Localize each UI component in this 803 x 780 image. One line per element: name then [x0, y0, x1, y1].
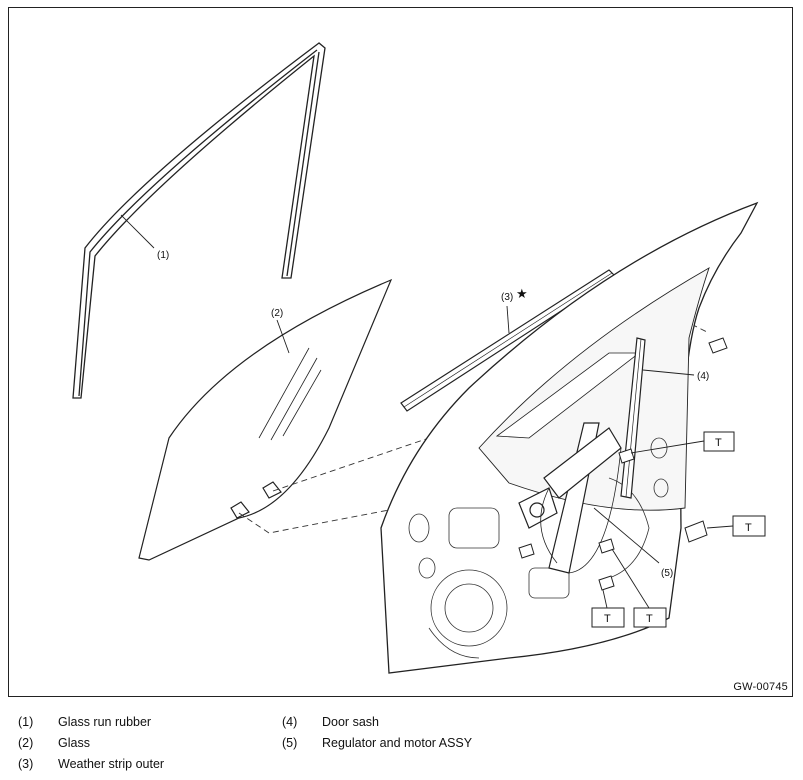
leader-line-2 [276, 319, 290, 354]
legend-column-right: (4) Door sash (5) Regulator and motor ASSY [282, 712, 582, 754]
callout-5: (5) [661, 568, 673, 579]
legend-item-number: (5) [282, 736, 298, 750]
torque-box-4: T [611, 548, 667, 628]
legend-item-label: Glass [58, 736, 90, 750]
legend-item: (2) Glass [18, 733, 278, 754]
legend-item: (1) Glass run rubber [18, 712, 278, 733]
torque-label-3: T [604, 613, 611, 625]
leader-line-3 [506, 305, 510, 334]
diagram-frame: (1) (2) (3) ★ [8, 7, 793, 697]
leader-line-5 [593, 507, 660, 564]
glass-panel [138, 278, 393, 561]
torque-label-2: T [745, 522, 752, 534]
legend-item-number: (2) [18, 736, 34, 750]
exploded-door-diagram: (1) (2) (3) ★ [72, 42, 766, 674]
legend-item-label: Door sash [322, 715, 379, 729]
bolt-icon [518, 337, 728, 591]
torque-label-4: T [646, 613, 653, 625]
legend-item-number: (3) [18, 757, 34, 771]
torque-box-2: T [706, 515, 766, 537]
star-icon: ★ [516, 286, 528, 301]
leader-line-1 [120, 214, 155, 249]
torque-box-3: T [591, 589, 625, 628]
glass-run-rubber [72, 42, 326, 399]
callout-2: (2) [271, 308, 283, 319]
regulator-motor-assy [518, 422, 622, 574]
legend-item-number: (1) [18, 715, 34, 729]
legend-item: (5) Regulator and motor ASSY [282, 733, 582, 754]
parts-legend: (1) Glass run rubber (2) Glass (3) Weather … [18, 712, 788, 778]
legend-item-label: Glass run rubber [58, 715, 152, 729]
legend-item-label: Regulator and motor ASSY [322, 736, 473, 750]
legend-item-number: (4) [282, 715, 298, 729]
callout-3: (3) [501, 292, 513, 303]
door-inner-panel [380, 201, 759, 674]
leader-line-4 [642, 369, 695, 376]
legend-item-label: Weather strip outer [58, 757, 165, 771]
callout-4: (4) [697, 371, 709, 382]
legend-column-left: (1) Glass run rubber (2) Glass (3) Weather … [18, 712, 278, 775]
callout-1: (1) [157, 250, 169, 261]
legend-item: (3) Weather strip outer [18, 754, 278, 775]
torque-box-1: T [630, 431, 735, 454]
torque-label-1: T [715, 437, 722, 449]
legend-item: (4) Door sash [282, 712, 582, 733]
figure-code: GW-00745 [733, 681, 788, 693]
